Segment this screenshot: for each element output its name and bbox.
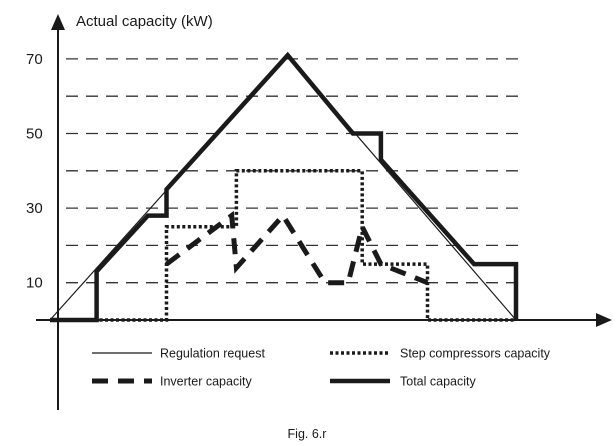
x-axis-arrow — [596, 313, 612, 327]
y-tick-label: 50 — [26, 126, 43, 143]
series-line-regulation-request — [49, 54, 517, 321]
y-tick-label: 30 — [26, 200, 43, 217]
legend-label: Regulation request — [160, 347, 265, 361]
y-axis-arrow — [51, 14, 65, 30]
legend-label: Step compressors capacity — [400, 347, 551, 361]
series-line-step-compressors-capacity — [50, 169, 516, 322]
series-lines — [49, 51, 519, 323]
y-tick-label: 70 — [26, 51, 43, 68]
legend-label: Inverter capacity — [160, 375, 252, 389]
figure-caption: Fig. 6.r — [288, 427, 327, 441]
legend-label: Total capacity — [400, 375, 476, 389]
series-line-total-capacity — [50, 51, 519, 323]
y-tick-labels: 10 30 50 70 — [26, 51, 43, 292]
y-axis-title: Actual capacity (kW) — [76, 13, 213, 30]
series-line-inverter-capacity — [165, 210, 429, 286]
legend: Regulation request Step compressors capac… — [92, 347, 551, 389]
y-tick-label: 10 — [26, 275, 43, 292]
